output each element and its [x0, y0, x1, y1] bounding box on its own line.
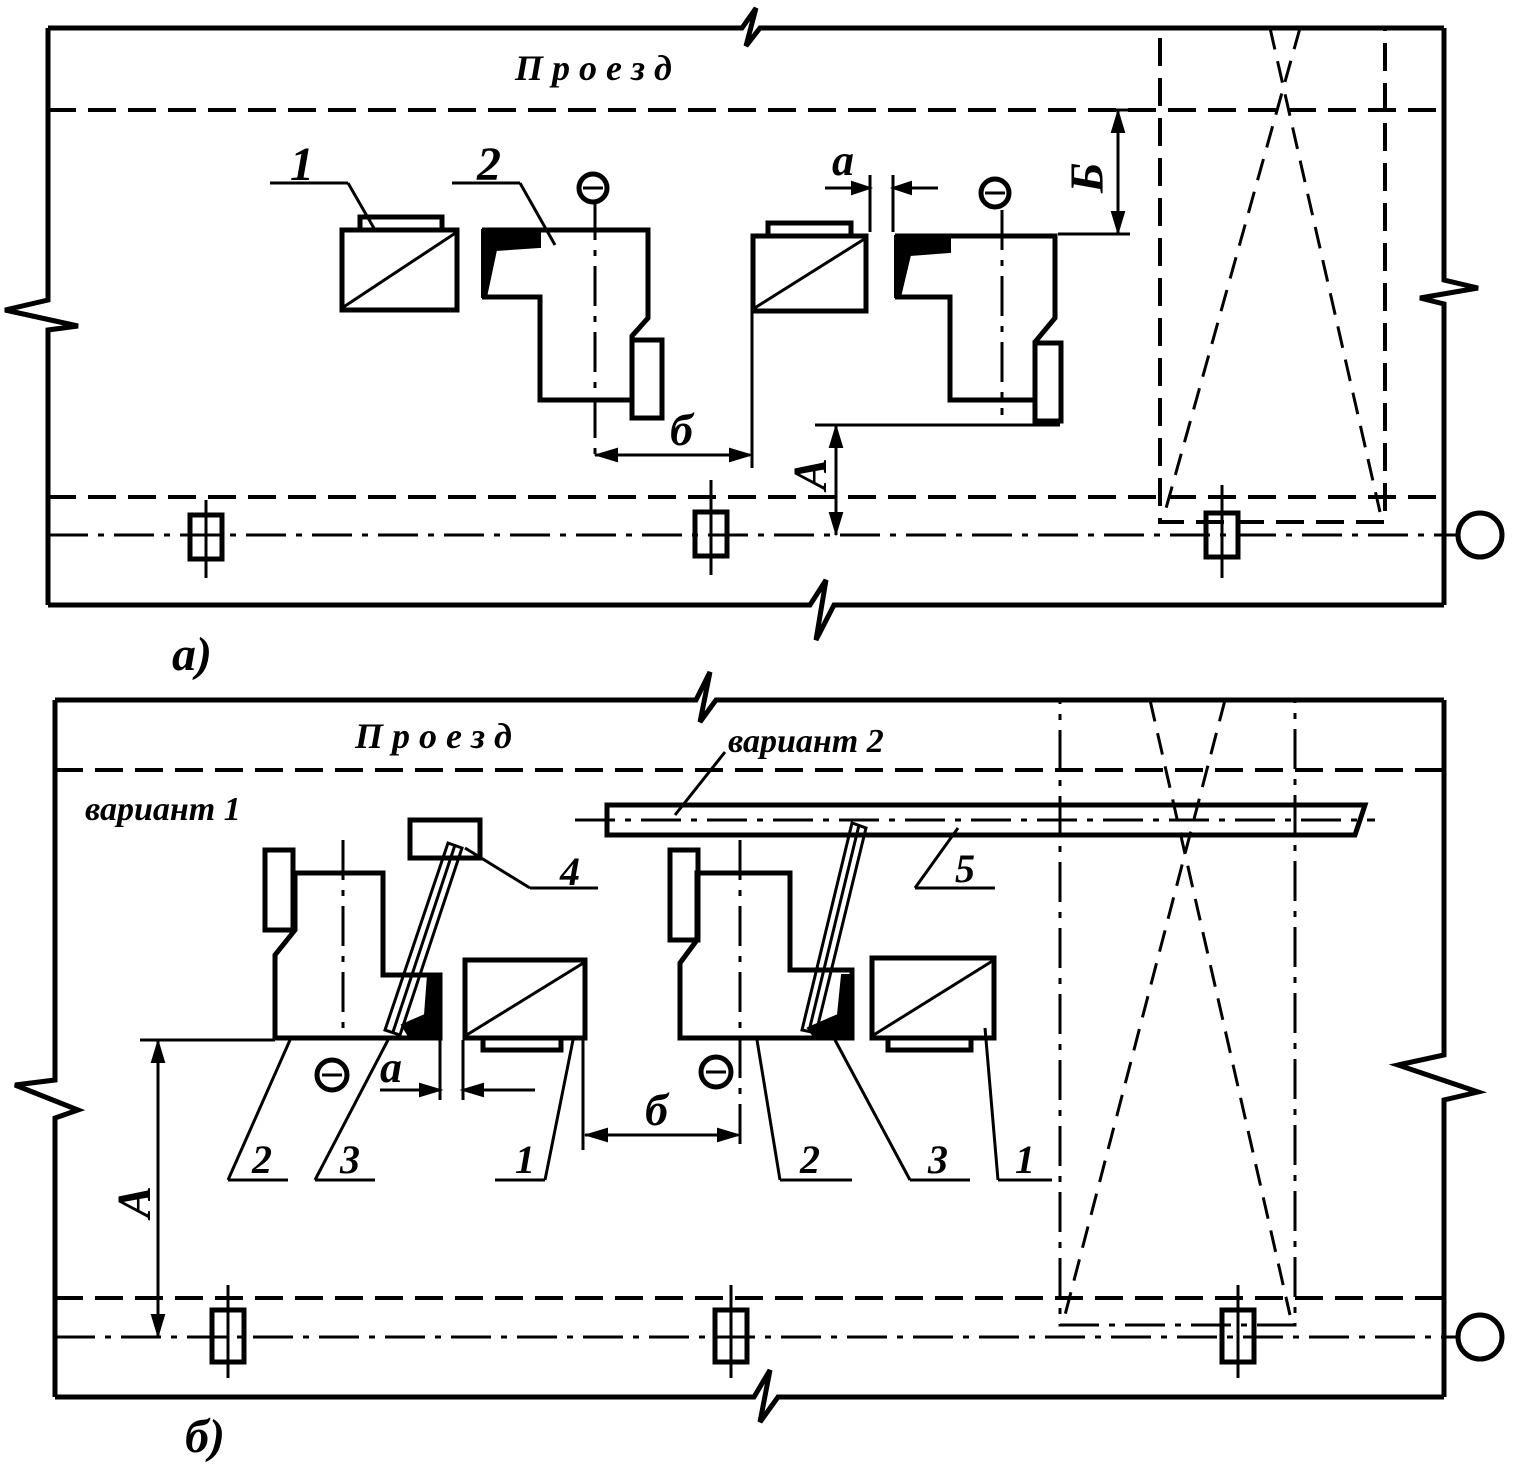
frame-b-top [55, 670, 1444, 724]
crane-zone-a [1158, 26, 1387, 524]
dim-label-A-b: А [108, 1186, 161, 1221]
machine-b-2 [677, 870, 855, 1041]
column-b-1 [209, 1285, 247, 1378]
frame-a-top [48, 6, 1444, 48]
operator-position-icon [698, 1054, 734, 1090]
passage-label-b: П р о е з д [354, 716, 512, 756]
axis-marker-circle-b [1455, 1312, 1505, 1362]
column-a-3 [1203, 485, 1241, 578]
operator-position-icon [576, 171, 610, 205]
variant-1-label: вариант 1 [85, 791, 241, 828]
crane-cone-b [1063, 699, 1292, 1316]
machine-group-b-1: 4 2 3 1 [226, 817, 598, 1182]
group2-label-1: 1 [1015, 1137, 1035, 1182]
operator-pad-a-1 [481, 229, 541, 298]
group2-label-3: 3 [927, 1137, 948, 1182]
operator-position-icon [978, 176, 1012, 210]
overhead-rail [604, 802, 1369, 838]
column-a-1 [187, 500, 225, 578]
item-label-4: 4 [559, 849, 580, 894]
column-b-3 [1219, 1285, 1257, 1378]
group1-label-3: 3 [339, 1137, 360, 1182]
dim-label-a-b: a [380, 1043, 402, 1092]
dim-label-b-a: б [670, 404, 695, 455]
dim-label-b-b: б [645, 1084, 670, 1135]
crane-cone-a [1163, 27, 1382, 513]
item-label-2-a: 2 [476, 138, 501, 191]
frame-a-right [1419, 28, 1479, 605]
crane-zone-b [1058, 698, 1297, 1327]
variant-2-label: вариант 2 [728, 723, 884, 760]
item-label-5: 5 [955, 846, 975, 891]
dim-label-a-small: a [832, 136, 854, 185]
machine-group-b-2: 5 2 3 1 [667, 821, 1052, 1182]
diagram-b: П р о е з д вариант 1 вариант 2 [14, 670, 1505, 1463]
machine-a-1 [482, 227, 651, 403]
group1-label-2: 2 [251, 1137, 272, 1182]
machine-b-1 [272, 870, 443, 1041]
column-b-2 [712, 1285, 750, 1378]
caption-b: б) [185, 1410, 225, 1463]
diagram-a: П р о е з д [4, 6, 1505, 681]
machine-group-a-1: 1 2 [270, 138, 665, 460]
frame-b-left [14, 700, 86, 1397]
operator-position-icon [314, 1057, 350, 1093]
frame-a-bottom [48, 578, 1444, 642]
axis-marker-circle-a [1455, 510, 1505, 560]
caption-a: а) [172, 628, 212, 681]
passage-label-a: П р о е з д [514, 48, 672, 88]
jib-arm-b-1 [383, 841, 464, 1037]
item-label-1-a: 1 [290, 138, 314, 191]
frame-b-right [1388, 700, 1488, 1397]
frame-b-bottom [55, 1368, 1444, 1424]
machine-group-a-2 [750, 176, 1064, 424]
group1-label-1: 1 [515, 1137, 535, 1182]
group2-label-2: 2 [799, 1137, 820, 1182]
column-a-2 [692, 480, 730, 575]
frame-a-left [4, 28, 79, 605]
dim-label-B: Б [1061, 163, 1114, 195]
dim-label-A-a: А [784, 458, 837, 493]
jib-arm-b-2 [800, 821, 868, 1035]
jib-hoist-b-1 [407, 817, 483, 861]
machine-a-2 [895, 233, 1058, 403]
operator-pad-a-2 [894, 235, 951, 298]
